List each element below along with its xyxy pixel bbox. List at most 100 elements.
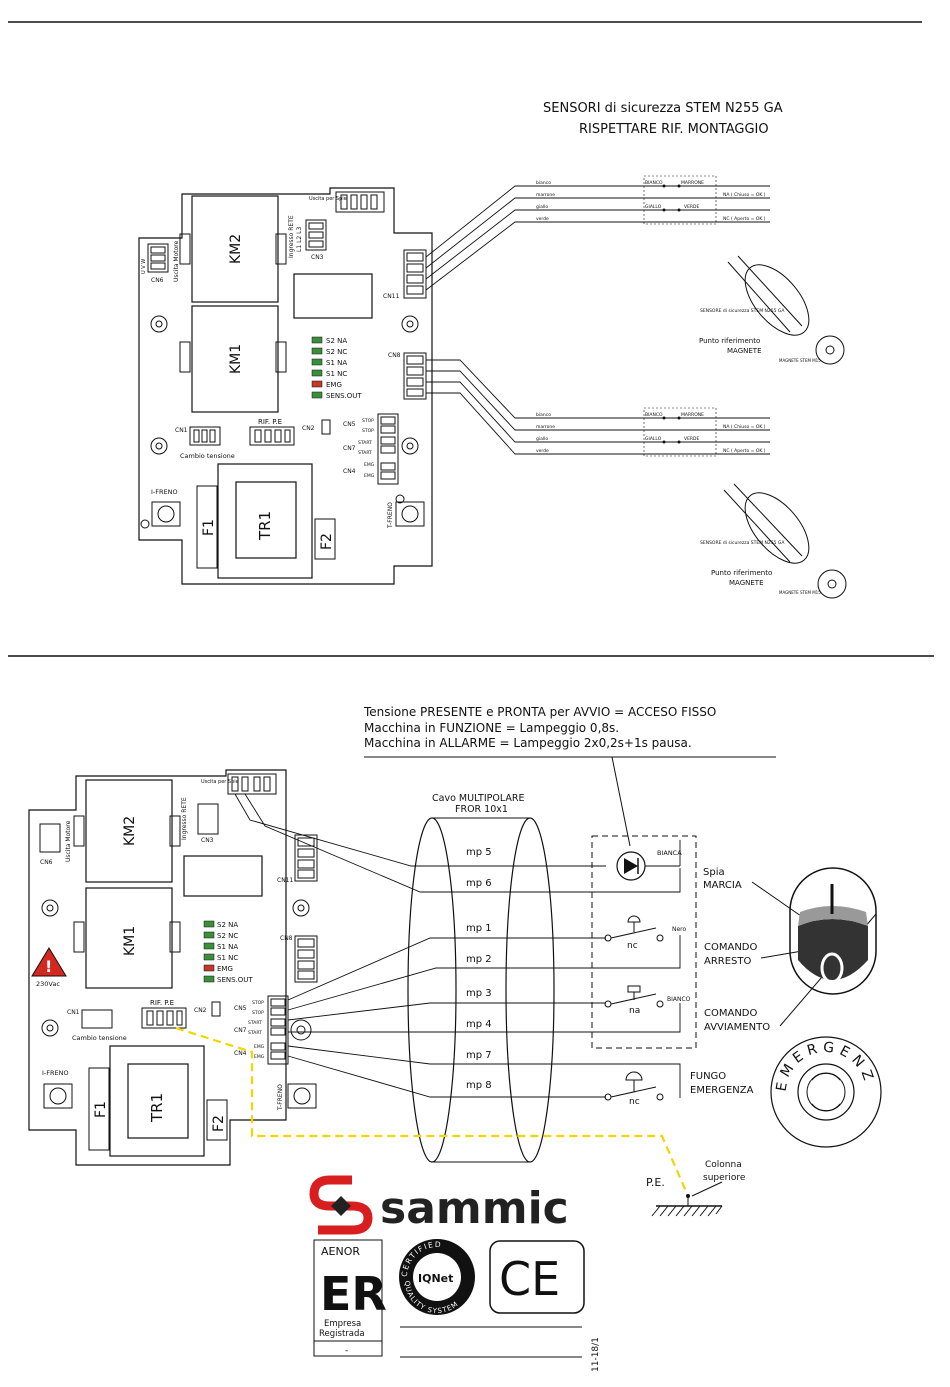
- svg-text:CN1: CN1: [175, 427, 188, 434]
- svg-text:BIANCA: BIANCA: [657, 849, 682, 857]
- svg-text:FROR 10x1: FROR 10x1: [455, 804, 508, 815]
- svg-text:sammic: sammic: [380, 1183, 569, 1234]
- svg-text:marrone: marrone: [536, 192, 555, 198]
- svg-text:MAGNETE STEM M15: MAGNETE STEM M15: [779, 358, 821, 363]
- trimmer-tfreno: T-FRENO: [387, 494, 425, 529]
- contactor-km2-b: KM2: [73, 779, 181, 883]
- svg-text:STOP: STOP: [252, 1000, 264, 1006]
- lamp-spia: BIANCA Spia MARCIA: [616, 849, 825, 933]
- svg-text:NA ( Chiuso = OK ): NA ( Chiuso = OK ): [723, 424, 766, 430]
- svg-text:T-FRENO: T-FRENO: [387, 502, 394, 529]
- svg-text:S1 NA: S1 NA: [217, 943, 238, 951]
- svg-text:Spia: Spia: [703, 867, 725, 878]
- relay-block: [293, 273, 373, 319]
- connector-cn11: CN11: [383, 249, 427, 300]
- emergency-switch: nc FUNGO EMERGENZA: [604, 1071, 754, 1107]
- fuse-f2: F2: [314, 518, 336, 560]
- svg-text:Ingresso RETE: Ingresso RETE: [288, 215, 295, 258]
- svg-text:EMERGENZA: EMERGENZA: [690, 1085, 754, 1096]
- svg-text:S2 NC: S2 NC: [326, 348, 347, 356]
- svg-text:Nero: Nero: [672, 926, 687, 933]
- svg-text:Uscita Motore: Uscita Motore: [65, 820, 72, 862]
- svg-text:!: !: [45, 957, 52, 976]
- svg-text:VERDE: VERDE: [684, 204, 700, 210]
- svg-text:marrone: marrone: [536, 424, 555, 430]
- svg-text:SENS.OUT: SENS.OUT: [326, 392, 362, 400]
- connector-rif-pe: RIF. P.E: [249, 418, 295, 446]
- svg-text:CN8: CN8: [280, 935, 293, 942]
- svg-text:giallo: giallo: [536, 436, 548, 442]
- svg-text:mp 1: mp 1: [466, 923, 492, 934]
- svg-text:RIF. P.E: RIF. P.E: [150, 999, 174, 1007]
- svg-text:COMANDO: COMANDO: [704, 1008, 758, 1019]
- svg-text:-: -: [345, 1346, 348, 1356]
- svg-text:CN1: CN1: [67, 1009, 80, 1016]
- svg-text:EMG: EMG: [326, 381, 342, 389]
- svg-text:CN2: CN2: [194, 1007, 207, 1014]
- svg-text:CN5: CN5: [343, 421, 356, 428]
- svg-text:S1 NA: S1 NA: [326, 359, 347, 367]
- multipolar-cable: Cavo MULTIPOLARE FROR 10x1 mp 5 mp 6 mp …: [407, 793, 555, 1163]
- svg-text:MARRONE: MARRONE: [681, 180, 704, 186]
- svg-text:Colonna: Colonna: [705, 1160, 742, 1170]
- svg-text:230Vac: 230Vac: [36, 980, 60, 988]
- svg-text:CN5: CN5: [234, 1005, 247, 1012]
- svg-text:mp 5: mp 5: [466, 847, 492, 858]
- svg-text:Uscita per Spie: Uscita per Spie: [309, 196, 347, 202]
- svg-text:U V W: U V W: [141, 259, 147, 274]
- svg-text:EMG: EMG: [217, 965, 233, 973]
- svg-text:GIALLO: GIALLO: [645, 204, 662, 210]
- svg-text:MAGNETE: MAGNETE: [729, 579, 764, 587]
- svg-text:CN7: CN7: [343, 445, 356, 452]
- svg-text:S2 NA: S2 NA: [326, 337, 347, 345]
- svg-text:I: I: [0, 0, 1, 1]
- svg-text:Ingresso RETE: Ingresso RETE: [181, 797, 188, 840]
- ce-mark: CE: [489, 1240, 585, 1314]
- stop-switch: nc Nero COMANDO ARRESTO: [604, 915, 809, 967]
- svg-text:Uscita per Spie: Uscita per Spie: [201, 779, 239, 785]
- svg-text:S1 NC: S1 NC: [326, 370, 347, 378]
- svg-text:ARRESTO: ARRESTO: [704, 956, 752, 967]
- svg-text:CN3: CN3: [311, 254, 324, 261]
- svg-text:Cambio tensione: Cambio tensione: [180, 452, 235, 460]
- contactor-km2: KM2: [179, 195, 287, 303]
- svg-text:FUNGO: FUNGO: [690, 1071, 726, 1082]
- connector-cn6: CN6 Uscita Motore U V W: [141, 240, 180, 284]
- contactor-km1: KM1: [179, 305, 287, 413]
- led-column: S2 NA S2 NC S1 NA S1 NC EMG SENS.OUT: [311, 336, 362, 400]
- svg-text:Punto riferimento: Punto riferimento: [711, 569, 772, 577]
- svg-text:bianco: bianco: [536, 180, 551, 186]
- svg-text:Empresa: Empresa: [324, 1319, 361, 1329]
- svg-text:NA ( Chiuso = OK ): NA ( Chiuso = OK ): [723, 192, 766, 198]
- svg-text:CN11: CN11: [383, 293, 399, 300]
- svg-text:ER: ER: [320, 1267, 387, 1321]
- svg-text:EMG: EMG: [254, 1054, 265, 1060]
- svg-text:NC ( Aperto = OK ): NC ( Aperto = OK ): [723, 448, 766, 454]
- svg-text:START: START: [358, 450, 372, 456]
- svg-text:L1 L2 L3: L1 L2 L3: [296, 227, 303, 252]
- svg-text:NC ( Aperto = OK ): NC ( Aperto = OK ): [723, 216, 766, 222]
- svg-text:CN3: CN3: [201, 837, 214, 844]
- svg-text:KM2: KM2: [122, 816, 138, 846]
- svg-text:CN8: CN8: [388, 352, 401, 359]
- control-board-top: KM2 KM1 Uscita per Spie CN3 Ingresso RET…: [138, 187, 433, 585]
- svg-text:KM2: KM2: [228, 234, 244, 264]
- svg-text:mp 4: mp 4: [466, 1019, 492, 1030]
- svg-text:TR1: TR1: [148, 1093, 166, 1123]
- sensor-block-1: bianco marrone giallo verde BIANCO MARRO…: [536, 175, 766, 225]
- svg-text:SENSORE di sicurezza STEM N255: SENSORE di sicurezza STEM N255 GA: [700, 540, 785, 546]
- svg-text:nc: nc: [627, 941, 638, 951]
- connector-uscita-spie: Uscita per Spie: [309, 191, 385, 213]
- sensor-block-2: bianco marrone giallo verde BIANCO MARRO…: [536, 407, 766, 457]
- svg-text:EMG: EMG: [364, 462, 375, 468]
- svg-text:BIANCO: BIANCO: [645, 180, 663, 186]
- svg-text:Macchina in FUNZIONE = Lampegg: Macchina in FUNZIONE = Lampeggio 0,8s.: [364, 721, 619, 735]
- svg-text:mp 6: mp 6: [466, 878, 492, 889]
- status-legend: Tensione PRESENTE e PRONTA per AVVIO = A…: [363, 705, 776, 847]
- svg-text:GIALLO: GIALLO: [645, 436, 662, 442]
- svg-text:COMANDO: COMANDO: [704, 942, 758, 953]
- svg-text:superiore: superiore: [703, 1173, 746, 1183]
- svg-text:START: START: [248, 1030, 262, 1036]
- svg-text:bianco: bianco: [536, 412, 551, 418]
